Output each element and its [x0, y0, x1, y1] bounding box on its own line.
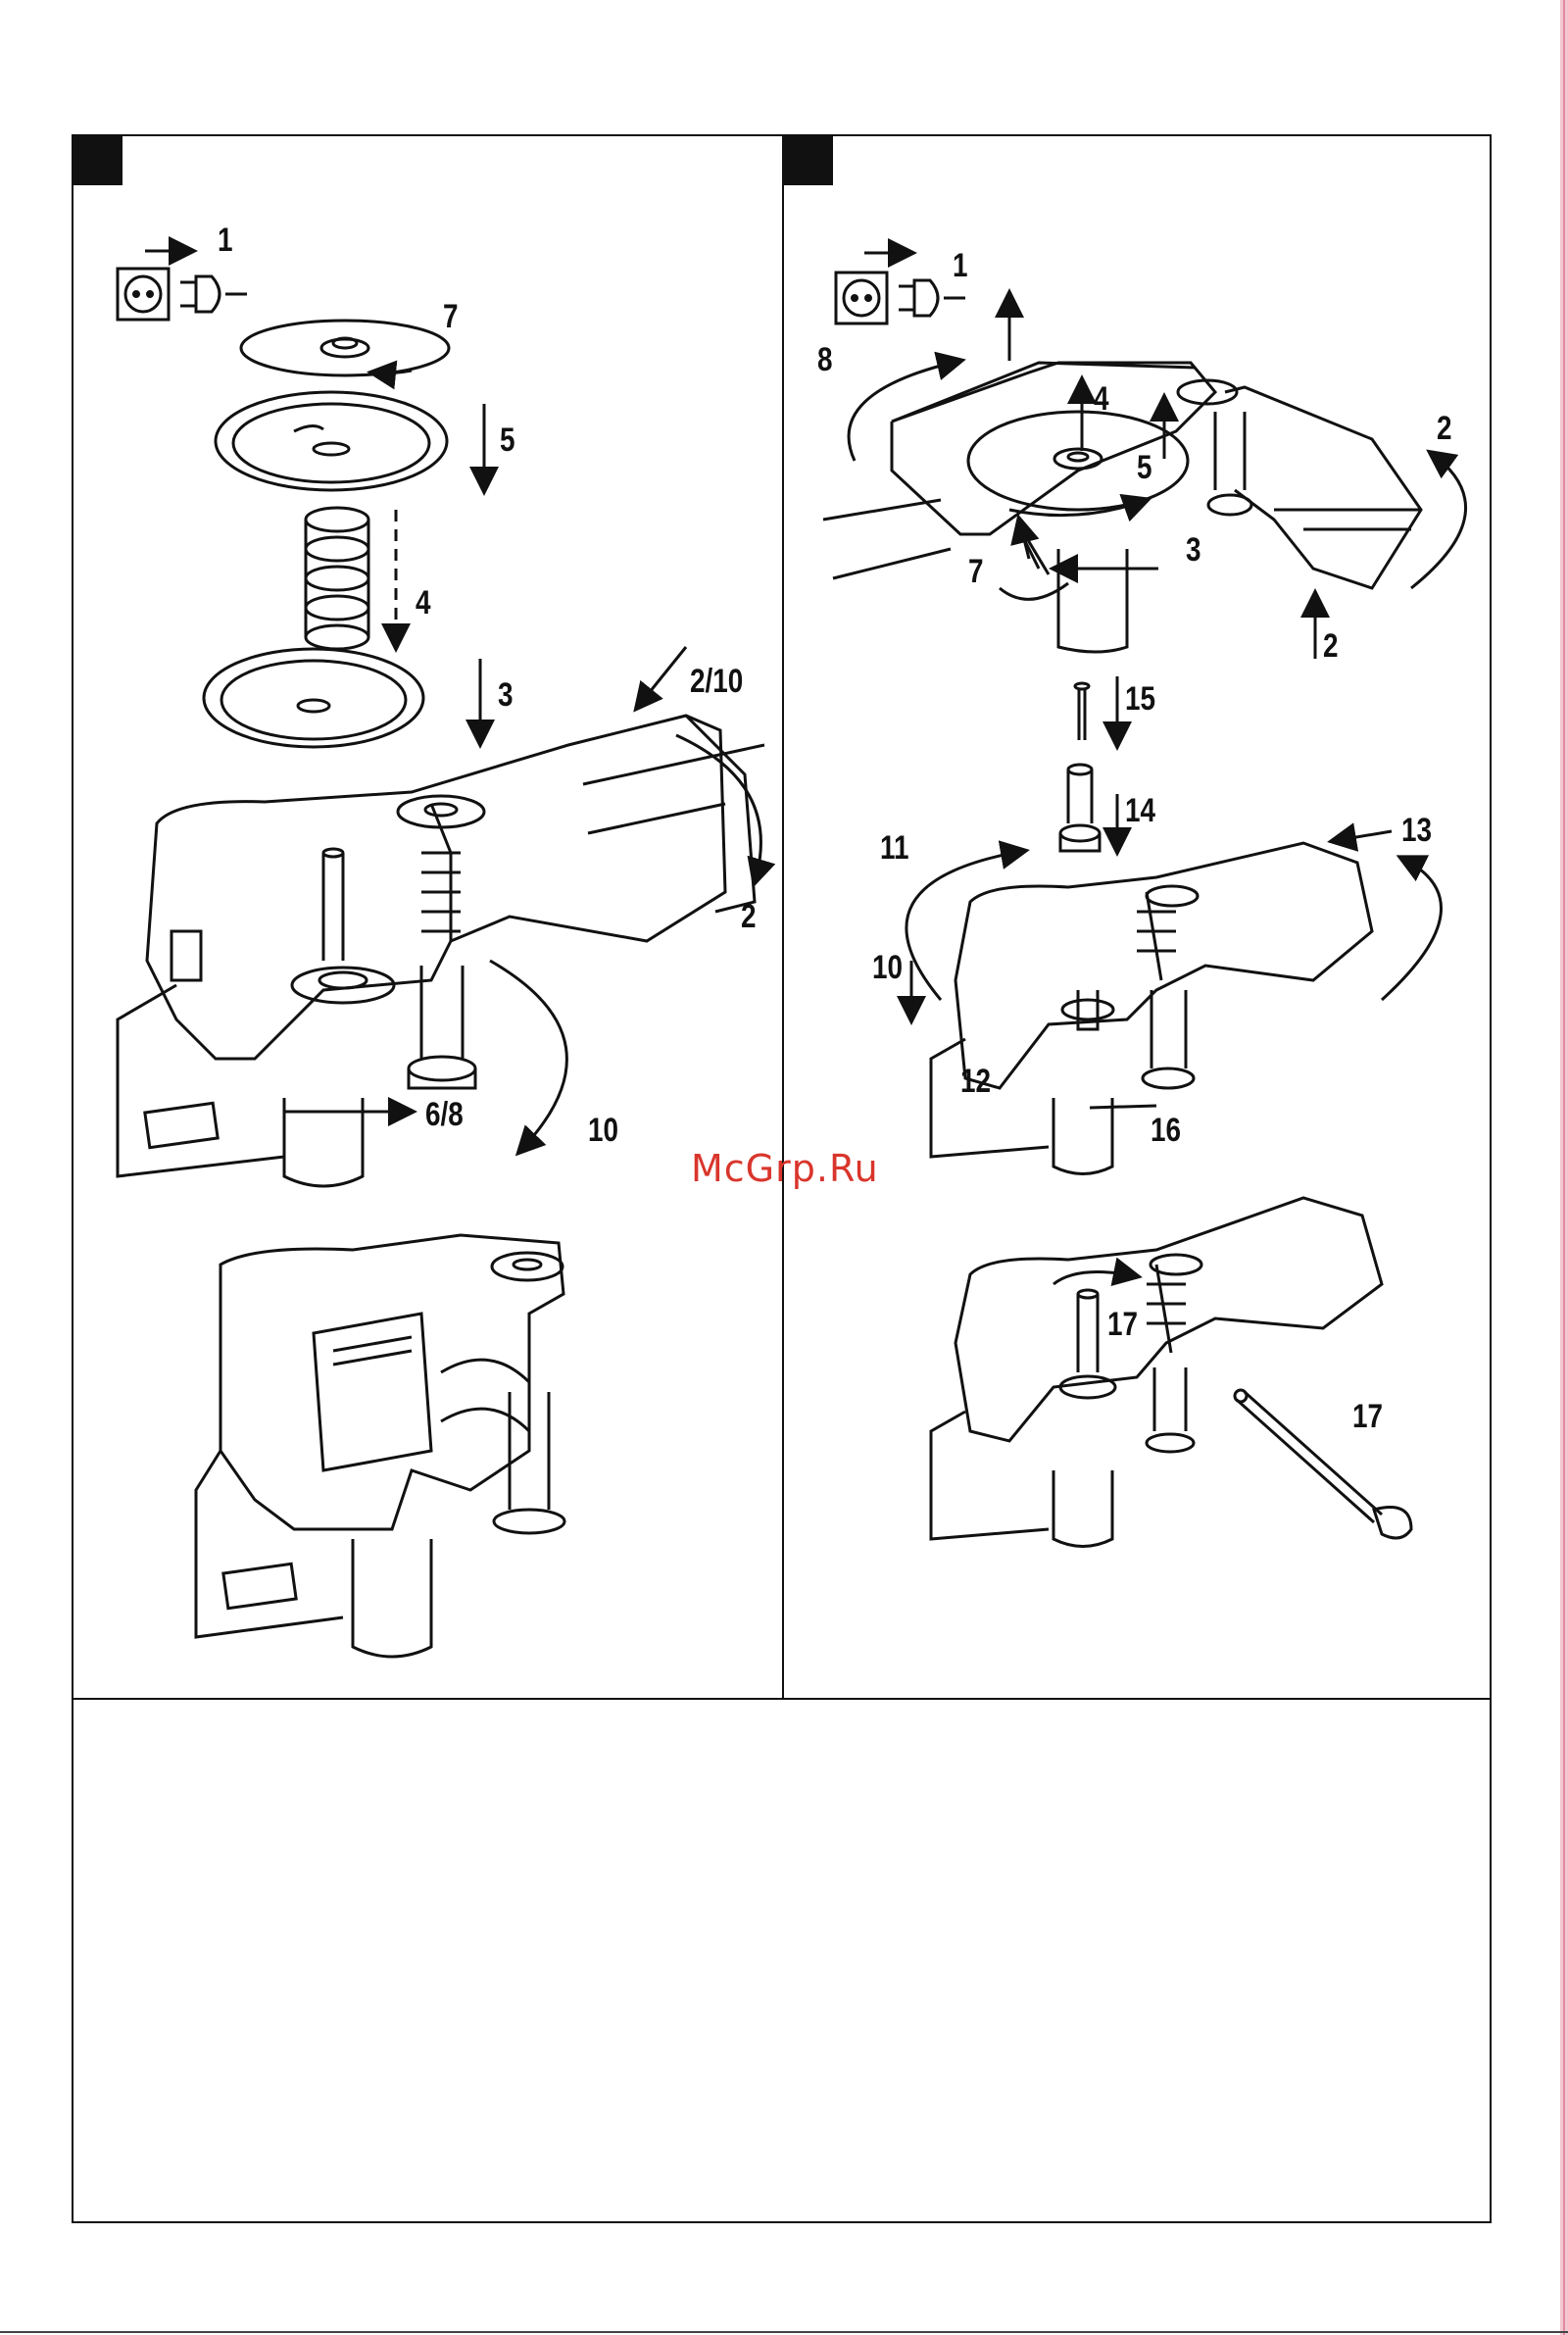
callout-14-right: 14 [1125, 794, 1155, 827]
watermark: McGrp.Ru [691, 1147, 879, 1190]
callout-7-left: 7 [443, 300, 459, 333]
callout-3-left: 3 [498, 678, 514, 712]
callout-13-right: 13 [1401, 814, 1432, 847]
callout-2a-right: 2 [1437, 412, 1452, 445]
power-plug-icon-right [899, 280, 965, 316]
callout-11-right: 11 [880, 831, 908, 865]
callout-4-left: 4 [416, 586, 431, 620]
callout-12-right: 12 [960, 1065, 991, 1098]
callout-7-right: 7 [968, 555, 984, 588]
callout-17b-right: 17 [1352, 1400, 1383, 1433]
callout-16-right: 16 [1151, 1114, 1181, 1147]
callout-1-right: 1 [953, 249, 968, 282]
callout-8-right: 8 [817, 343, 833, 376]
callout-15-right: 15 [1125, 682, 1155, 716]
section-divider [72, 1698, 1492, 1700]
page-edge-line [1563, 0, 1565, 2335]
callout-17a-right: 17 [1107, 1308, 1138, 1341]
callout-1-left: 1 [218, 224, 233, 257]
callout-2b-right: 2 [1323, 629, 1339, 663]
power-socket-icon-right [836, 273, 887, 323]
callout-5-left: 5 [500, 423, 515, 457]
callout-3-right: 3 [1186, 533, 1201, 567]
callout-10-right: 10 [872, 951, 903, 984]
callout-4-right: 4 [1094, 382, 1109, 416]
callout-2-10-left: 2/10 [690, 665, 743, 698]
bottom-rule [0, 2331, 1568, 2333]
callout-6-8-left: 6/8 [425, 1098, 464, 1131]
callout-10-left: 10 [588, 1114, 618, 1147]
callout-5-right: 5 [1137, 451, 1152, 484]
callout-2-left: 2 [741, 900, 757, 933]
